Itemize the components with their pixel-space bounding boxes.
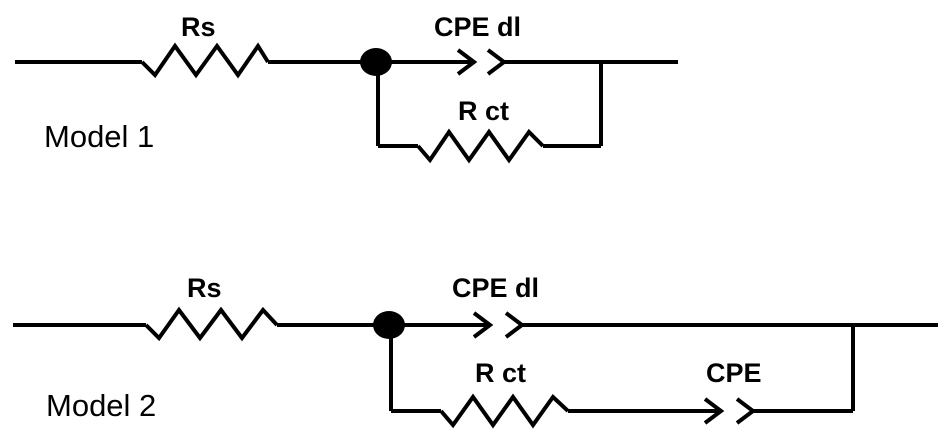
model-2-cpe-dl-left-chevron — [472, 311, 494, 339]
model-1-circuit: Rs CPE dl R ct Model 1 — [15, 12, 678, 164]
model-2-circuit: Rs CPE dl R ct CPE Model 2 — [13, 273, 938, 429]
model-2-cpe-left-chevron — [703, 397, 725, 425]
model-1-cpe-dl-left-chevron — [456, 48, 478, 76]
model-1-rct-label: R ct — [458, 96, 509, 126]
model-2-cpe-dl-label: CPE dl — [452, 273, 539, 303]
model-2-rct-resistor — [439, 393, 570, 429]
model-1-cpe-dl-right-chevron — [486, 48, 508, 76]
model-2-title: Model 2 — [46, 388, 156, 423]
model-2-cpe-dl-right-chevron — [504, 311, 526, 339]
model-1-rs-resistor — [140, 42, 270, 79]
model-1-rs-label: Rs — [181, 12, 216, 42]
model-2-cpe-label: CPE — [706, 358, 762, 388]
model-2-rs-resistor — [144, 306, 279, 342]
model-2-rs-label: Rs — [187, 273, 222, 303]
model-2-rct-label: R ct — [475, 358, 526, 388]
model-1-rct-resistor — [416, 128, 545, 164]
model-2-cpe-right-chevron — [735, 397, 757, 425]
model-1-cpe-dl-label: CPE dl — [434, 12, 521, 42]
model-1-title: Model 1 — [44, 119, 154, 154]
model-1-junction-node — [360, 48, 392, 76]
model-2-junction-node — [373, 311, 405, 339]
